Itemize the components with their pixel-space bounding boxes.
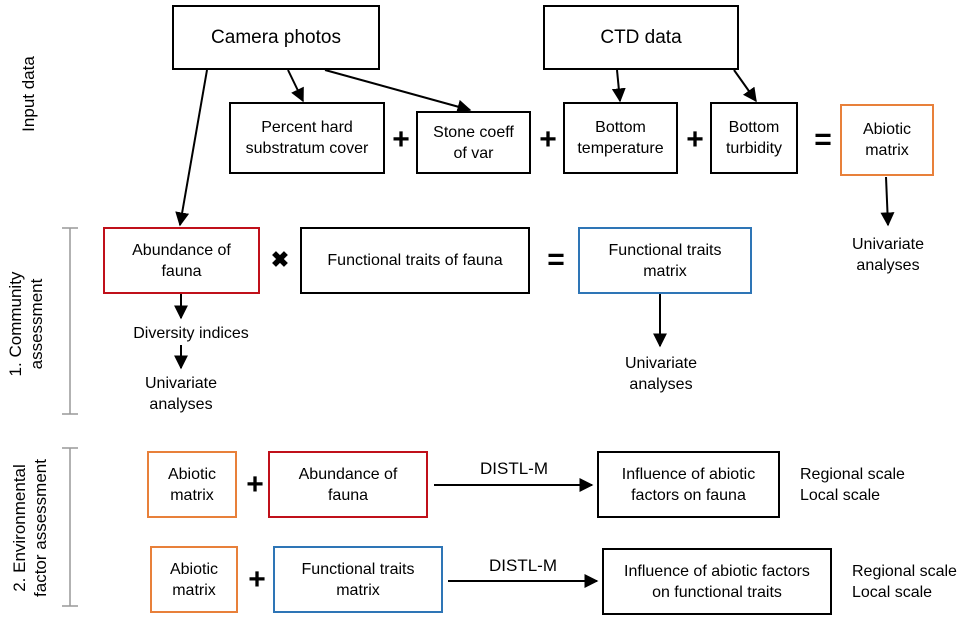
bottom-turbidity-box: Bottom turbidity bbox=[710, 102, 798, 174]
bracket-community bbox=[62, 227, 78, 415]
functional-traits-matrix-box: Functional traits matrix bbox=[578, 227, 752, 294]
influence-functional-box: Influence of abiotic factors on function… bbox=[602, 548, 832, 615]
arrow-ctd-to-temp bbox=[611, 69, 626, 103]
diversity-indices-label: Diversity indices bbox=[133, 325, 249, 342]
arrow-camera-to-percent bbox=[287, 69, 304, 103]
abundance-of-fauna-box-row1: Abundance of fauna bbox=[268, 451, 428, 518]
scales-row1: Regional scale Local scale bbox=[800, 466, 905, 504]
percent-hard-substratum-box: Percent hard substratum cover bbox=[229, 102, 385, 174]
bottom-temperature-box: Bottom temperature bbox=[563, 102, 678, 174]
abundance-of-fauna-box: Abundance of fauna bbox=[103, 227, 260, 294]
section-label-input: Input data bbox=[19, 56, 38, 132]
plus-operator: + bbox=[392, 123, 410, 156]
ctd-data-box: CTD data bbox=[543, 5, 739, 70]
abiotic-matrix-box: Abiotic matrix bbox=[840, 104, 934, 176]
univariate-analyses-abiotic: Univariate analyses bbox=[851, 236, 925, 274]
plus-operator: + bbox=[686, 123, 704, 156]
functional-traits-matrix-box-row2: Functional traits matrix bbox=[273, 546, 443, 613]
abiotic-matrix-box-row2: Abiotic matrix bbox=[150, 546, 238, 613]
univariate-analyses-diversity: Univariate analyses bbox=[144, 375, 218, 413]
section-label-environmental: 2. Environmental factor assessment bbox=[10, 459, 50, 597]
functional-traits-of-fauna-box: Functional traits of fauna bbox=[300, 227, 530, 294]
equals-operator: = bbox=[547, 243, 565, 276]
arrow-camera-to-abundance bbox=[175, 69, 208, 227]
abiotic-matrix-box-row1: Abiotic matrix bbox=[147, 451, 237, 518]
distlm-label-row2: DISTL-M bbox=[489, 556, 557, 575]
univariate-analyses-functional: Univariate analyses bbox=[624, 355, 698, 393]
influence-fauna-box: Influence of abiotic factors on fauna bbox=[597, 451, 780, 518]
plus-operator: + bbox=[248, 563, 266, 596]
times-operator: ✖ bbox=[270, 247, 290, 272]
arrow-abiotic-to-univariate bbox=[880, 176, 895, 227]
plus-operator: + bbox=[246, 468, 264, 501]
arrow-camera-to-stone bbox=[324, 69, 472, 114]
camera-photos-box: Camera photos bbox=[172, 5, 380, 70]
bracket-environmental bbox=[62, 447, 78, 607]
scales-row2: Regional scale Local scale bbox=[852, 563, 957, 601]
stone-coeff-box: Stone coeff of var bbox=[416, 111, 531, 174]
plus-operator: + bbox=[539, 123, 557, 156]
distlm-label-row1: DISTL-M bbox=[480, 459, 548, 478]
section-label-community: 1. Community assessment bbox=[6, 271, 46, 377]
arrow-ctd-to-turb bbox=[733, 69, 757, 103]
equals-operator: = bbox=[814, 123, 832, 156]
